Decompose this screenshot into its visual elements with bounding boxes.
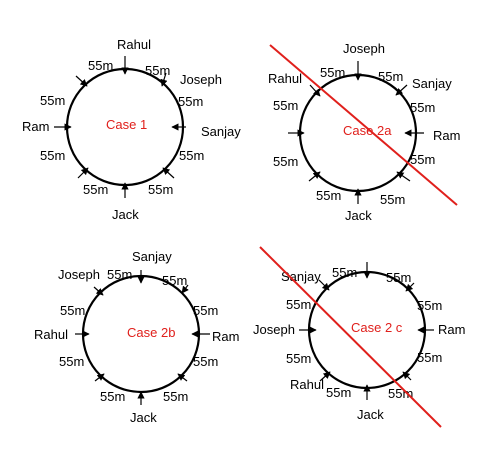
distance-label: 55m xyxy=(193,303,218,318)
name-label-right: Ram xyxy=(438,322,465,337)
name-label-left: Rahul xyxy=(34,327,68,342)
distance-label: 55m xyxy=(148,182,173,197)
distance-label: 55m xyxy=(316,188,341,203)
strike-through-line xyxy=(269,44,458,206)
case-label: Case 2a xyxy=(343,123,392,138)
diagram-case-2c: Sanjay Joseph Rahul Ram Jack 55m 55m 55m… xyxy=(253,246,465,428)
name-label-bottom: Jack xyxy=(112,207,139,222)
name-label-right: Ram xyxy=(212,329,239,344)
seat-arrows xyxy=(75,270,210,405)
distance-label: 55m xyxy=(286,297,311,312)
distance-label: 55m xyxy=(40,148,65,163)
distance-label: 55m xyxy=(88,58,113,73)
distance-label: 55m xyxy=(163,389,188,404)
distance-label: 55m xyxy=(100,389,125,404)
seat-arrows xyxy=(299,262,434,400)
distance-label: 55m xyxy=(326,385,351,400)
distance-label: 55m xyxy=(193,354,218,369)
name-label-bottom: Jack xyxy=(130,410,157,425)
name-label-left: Joseph xyxy=(253,322,295,337)
distance-label: 55m xyxy=(417,298,442,313)
name-label-upper-right: Joseph xyxy=(180,72,222,87)
distance-label: 55m xyxy=(380,192,405,207)
name-label-top: Rahul xyxy=(117,37,151,52)
name-label-bottom: Jack xyxy=(345,208,372,223)
name-label-left: Ram xyxy=(22,119,49,134)
distance-label: 55m xyxy=(378,69,403,84)
name-label-right: Sanjay xyxy=(201,124,241,139)
distance-label: 55m xyxy=(40,93,65,108)
distance-label: 55m xyxy=(332,265,357,280)
diagram-case-2a: Joseph Rahul Sanjay Ram Jack 55m 55m 55m… xyxy=(268,41,460,223)
distance-label: 55m xyxy=(273,154,298,169)
distance-label: 55m xyxy=(60,303,85,318)
distance-label: 55m xyxy=(83,182,108,197)
distance-label: 55m xyxy=(286,351,311,366)
name-label-upper-left: Sanjay xyxy=(281,269,321,284)
distance-label: 55m xyxy=(410,100,435,115)
distance-label: 55m xyxy=(145,63,170,78)
diagram-case-1: Rahul Joseph Sanjay Jack Ram 55m 55m 55m… xyxy=(22,37,241,222)
distance-label: 55m xyxy=(410,152,435,167)
case-label: Case 1 xyxy=(106,117,147,132)
case-label: Case 2b xyxy=(127,325,175,340)
name-label-bottom: Jack xyxy=(357,407,384,422)
distance-label: 55m xyxy=(178,94,203,109)
name-label-upper-left: Joseph xyxy=(58,267,100,282)
distance-label: 55m xyxy=(386,270,411,285)
distance-label: 55m xyxy=(59,354,84,369)
name-label-right: Ram xyxy=(433,128,460,143)
seat-arrows xyxy=(288,61,424,204)
distance-label: 55m xyxy=(417,350,442,365)
distance-label: 55m xyxy=(273,98,298,113)
distance-label: 55m xyxy=(388,386,413,401)
name-label-top: Sanjay xyxy=(132,249,172,264)
strike-through-line xyxy=(259,246,442,428)
distance-label: 55m xyxy=(162,273,187,288)
name-label-lower-left: Rahul xyxy=(290,377,324,392)
distance-label: 55m xyxy=(320,65,345,80)
seat-arrows xyxy=(54,56,186,198)
name-label-upper-left: Rahul xyxy=(268,71,302,86)
distance-label: 55m xyxy=(179,148,204,163)
case-label: Case 2 c xyxy=(351,320,403,335)
name-label-upper-right: Sanjay xyxy=(412,76,452,91)
name-label-top: Joseph xyxy=(343,41,385,56)
distance-label: 55m xyxy=(107,267,132,282)
diagram-case-2b: Sanjay Joseph Rahul Ram Jack 55m 55m 55m… xyxy=(34,249,239,425)
